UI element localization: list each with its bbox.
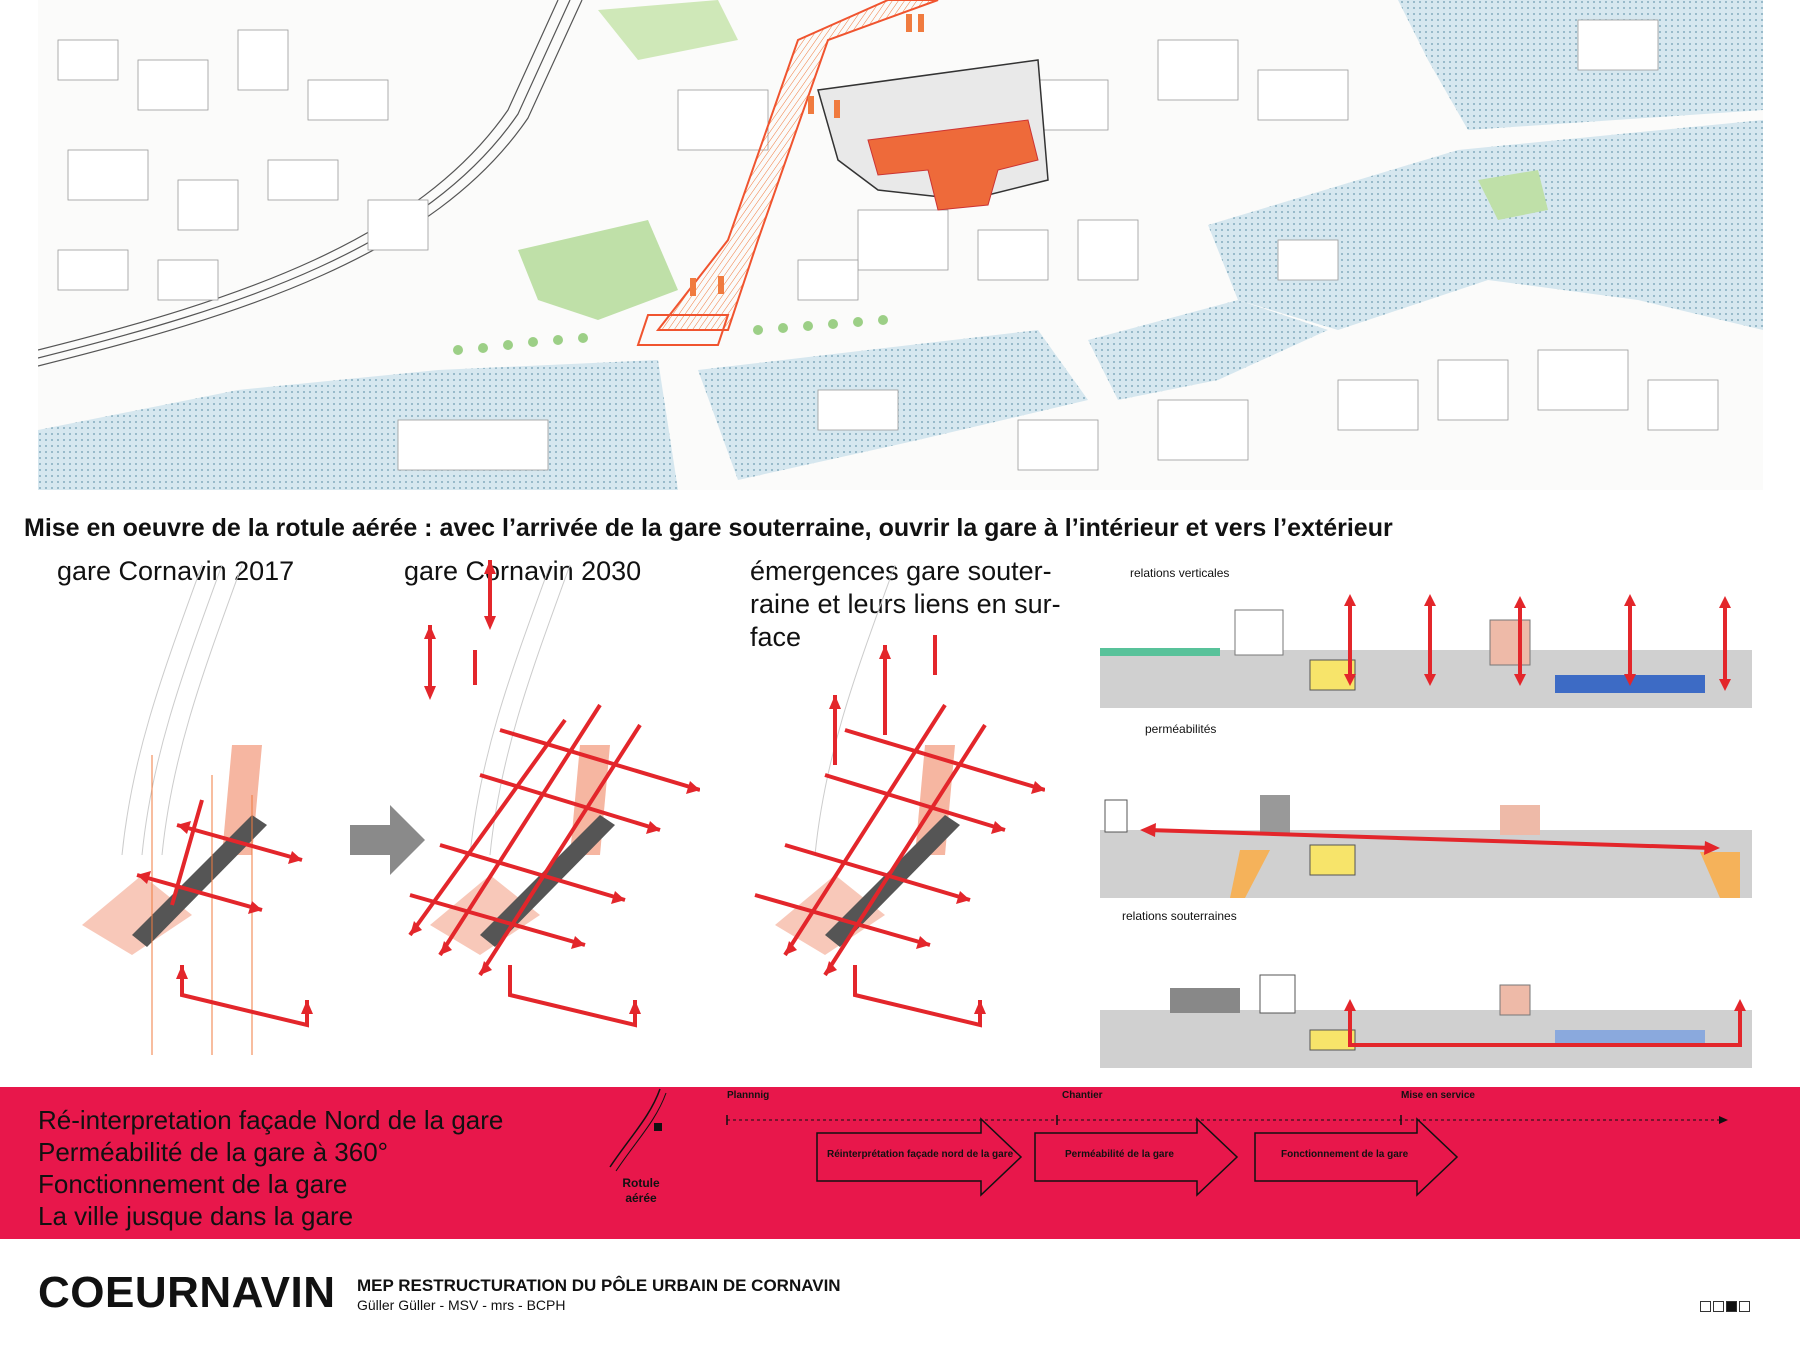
summary-banner bbox=[0, 1087, 1800, 1239]
panel-title-2017: gare Cornavin 2017 bbox=[57, 556, 295, 586]
park bbox=[518, 220, 678, 320]
panel-title-line: raine et leurs liens en sur- bbox=[750, 589, 1061, 619]
banner-line: Fonctionnement de la gare bbox=[38, 1169, 348, 1199]
rotule-label-line: aérée bbox=[625, 1191, 657, 1205]
headline: Mise en oeuvre de la rotule aérée : avec… bbox=[24, 514, 1393, 542]
panel-title-line: face bbox=[750, 622, 802, 652]
river-right bbox=[1088, 300, 1328, 400]
panel-title-emergences: émergences gare souter- raine et leurs l… bbox=[750, 555, 1061, 654]
banner-line: La ville jusque dans la gare bbox=[38, 1201, 354, 1231]
axo-diagram-emergences bbox=[754, 564, 1045, 1028]
timeline-step-label: Réinterprétation façade nord de la gare bbox=[827, 1149, 1014, 1160]
page-indicator bbox=[1700, 1299, 1752, 1317]
aerial-axonometric-view bbox=[38, 0, 1763, 490]
brand-logo-text: COEURNAVIN bbox=[38, 1268, 336, 1317]
lake-water bbox=[1208, 120, 1763, 330]
rail-track bbox=[38, 0, 583, 367]
section-permeabilites bbox=[1100, 795, 1752, 898]
underground-passages bbox=[867, 119, 1039, 211]
page-dot bbox=[1739, 1301, 1750, 1312]
project-credits: Güller Güller - MSV - mrs - BCPH bbox=[357, 1297, 566, 1313]
section-label-permeabilites: perméabilités bbox=[1145, 722, 1217, 736]
banner-line: Perméabilité de la gare à 360° bbox=[38, 1137, 389, 1167]
right-arrow-icon bbox=[350, 805, 425, 875]
rotule-label-line: Rotule bbox=[622, 1176, 660, 1190]
phase-label: Plannnig bbox=[727, 1090, 770, 1101]
page-dot-current bbox=[1726, 1301, 1737, 1312]
rotule-mini-map-icon bbox=[609, 1088, 667, 1172]
city-blocks bbox=[57, 19, 1719, 471]
section-relations-verticales bbox=[1100, 594, 1752, 708]
phase-label: Chantier bbox=[1062, 1090, 1103, 1101]
panel-title-line: émergences gare souter- bbox=[750, 556, 1052, 586]
timeline-step-label: Fonctionnement de la gare bbox=[1281, 1149, 1409, 1160]
timeline-step-label: Perméabilité de la gare bbox=[1065, 1149, 1174, 1160]
vertical-emergences bbox=[690, 14, 924, 296]
rail-track bbox=[38, 0, 559, 351]
phase-timeline bbox=[726, 1115, 1728, 1197]
section-label-verticales: relations verticales bbox=[1130, 566, 1230, 580]
panel-title-2030: gare Cornavin 2030 bbox=[404, 556, 642, 586]
section-relations-souterraines bbox=[1100, 974, 1752, 1068]
page-dot bbox=[1700, 1301, 1711, 1312]
underground-station-outline bbox=[655, 0, 939, 331]
axo-diagram-2030 bbox=[408, 560, 700, 1028]
park bbox=[1478, 170, 1548, 220]
axo-diagram-2017 bbox=[82, 564, 313, 1055]
park bbox=[598, 0, 738, 60]
page-dot bbox=[1713, 1301, 1724, 1312]
rotule-label: Rotule aérée bbox=[606, 1176, 676, 1206]
banner-line: Ré-interpretation façade Nord de la gare bbox=[38, 1105, 504, 1135]
section-label-souterraines: relations souterraines bbox=[1122, 909, 1237, 923]
project-subtitle: MEP RESTRUCTURATION DU PÔLE URBAIN DE CO… bbox=[357, 1276, 841, 1295]
phase-label: Mise en service bbox=[1401, 1090, 1475, 1101]
rail-track bbox=[38, 0, 571, 359]
underground-station-base bbox=[636, 314, 730, 346]
tree-rows bbox=[453, 315, 888, 355]
